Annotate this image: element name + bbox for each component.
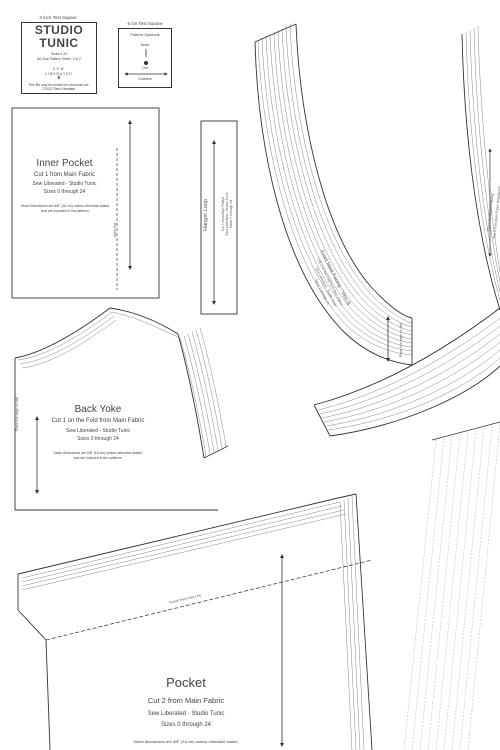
inner-pocket-side-label: Stitch line xyxy=(113,222,117,238)
inner-pocket-name: Inner Pocket xyxy=(36,158,93,169)
pocket-cut: Cut 2 from Main Fabric xyxy=(147,696,225,705)
brand-box xyxy=(21,22,97,94)
back-yoke-cut: Cut 1 on the Fold from Main Fabric xyxy=(51,418,145,424)
back-yoke-seam-line1: Seam Allowances are 5/8" (16 cm) unless … xyxy=(53,451,143,455)
pocket-name: Pocket xyxy=(166,675,206,690)
back-yoke-seam-line2: and are included in the patterns. xyxy=(73,456,123,460)
brand-title-line1: STUDIO xyxy=(34,23,84,37)
front-armhole-facing-lines xyxy=(317,25,500,431)
inner-pocket-cut: Cut 1 from Main Fabric xyxy=(33,172,96,178)
pocket-brand: Sew Liberated - Studio Tunic xyxy=(147,711,225,717)
brand-sheet: A0-Size Pattern Sheet, 1 of 2 xyxy=(37,57,81,61)
brand-logo-line2: LIBERATED xyxy=(45,72,73,76)
pocket-sizes: Sizes 0 through 24 xyxy=(160,722,212,728)
pocket-lines xyxy=(21,495,365,750)
back-yoke-outline xyxy=(14,307,229,511)
inner-pocket-outline xyxy=(11,107,160,299)
symbols-box xyxy=(118,28,172,88)
dot-symbol xyxy=(144,61,148,65)
back-yoke-name: Back Yoke xyxy=(74,404,122,415)
symbols-notch-label: Notch xyxy=(140,43,150,47)
inner-pocket-sizes: Sizes 0 through 24 xyxy=(43,189,86,195)
brand-copyright: ©2022 Sew Liberated xyxy=(42,87,76,91)
brand-logo-line1: SEW xyxy=(52,67,66,71)
back-yoke-sizes: Sizes 0 through 24 xyxy=(77,436,119,442)
hanger-loop-name: Hanger Loop xyxy=(203,199,209,231)
body-panel-top-edge xyxy=(431,421,500,441)
back-yoke-fold-label: Place this edge on fold xyxy=(15,396,19,432)
pocket-hem-fold-line xyxy=(45,559,373,641)
brand-sizes: Sizes 0-24 xyxy=(50,52,68,56)
brand-title-line2: TUNIC xyxy=(39,36,79,50)
front-armhole-facing-outline xyxy=(313,33,500,437)
brand-logo-leaf-icon: ❦ xyxy=(56,75,62,81)
hanger-loop-sizes: Sizes 0 through 24 xyxy=(229,199,233,229)
symbols-grainline-label: Grainline xyxy=(138,77,152,81)
brand-note: This file may be printed for personal us… xyxy=(28,83,90,87)
back-yoke-brand: Sew Liberated - Studio Tunic xyxy=(66,428,130,434)
front-neck-facing-fold-label: Place this edge on fold xyxy=(399,322,403,358)
symbols-dot-label: Dot xyxy=(142,66,148,70)
inner-pocket-seam-line2: and are included in the patterns. xyxy=(41,209,90,213)
back-yoke-lines xyxy=(17,311,227,457)
cm-test-square-label: 6 cm Test Square xyxy=(127,21,163,26)
pocket-outline xyxy=(17,493,373,750)
inner-pocket-brand: Sew Liberated - Studio Tunic xyxy=(32,181,97,187)
pocket-seam-line1: Seam Allowances are 5/8" (16 cm) unless … xyxy=(133,739,239,744)
inner-pocket-seam-line1: Seam Allowances are 5/8" (16 cm) unless … xyxy=(20,204,111,208)
inch-test-square-label: 3 inch Test Square xyxy=(39,15,77,20)
body-panel-lines xyxy=(403,423,500,750)
front-neck-facing-outline xyxy=(254,23,413,366)
symbols-title: Pattern Symbols xyxy=(130,32,160,37)
hanger-loop-outline xyxy=(200,120,238,315)
